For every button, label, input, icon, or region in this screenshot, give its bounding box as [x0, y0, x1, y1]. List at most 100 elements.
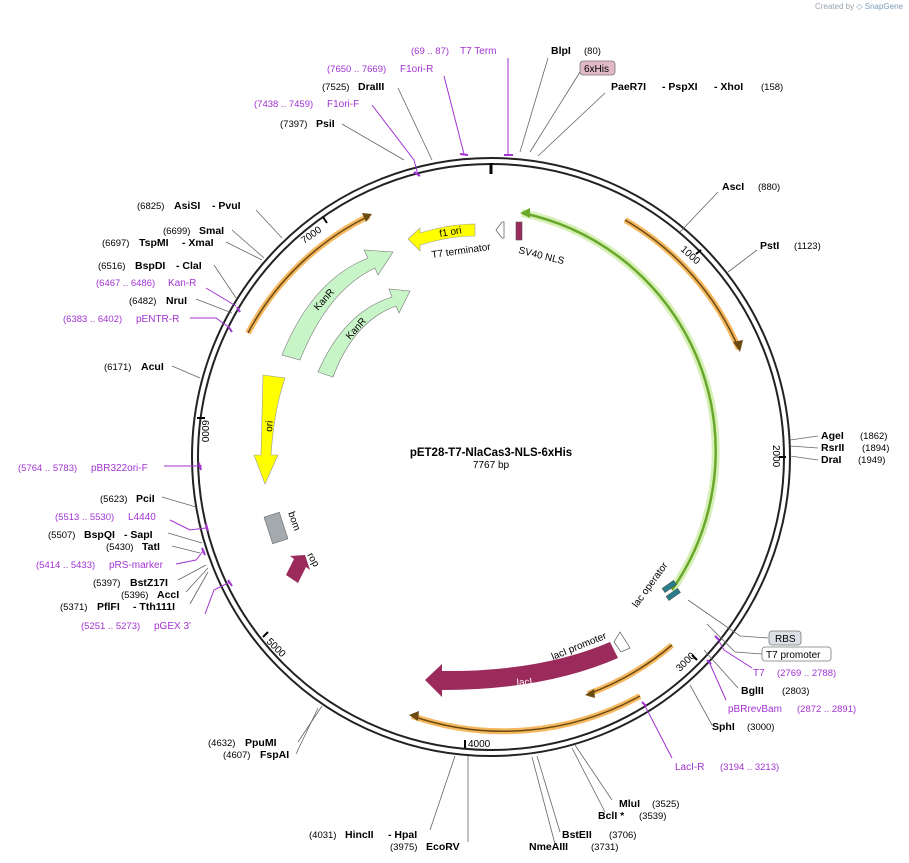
- enzyme-psii: PsiI: [316, 118, 335, 130]
- enzyme-bstz17i-pos: (5397): [93, 578, 120, 589]
- feature-label-t7-terminator: T7 terminator: [431, 242, 492, 261]
- leader-pbrrevbam: [709, 663, 727, 701]
- enzyme-nmeaiii: NmeAIII: [529, 841, 568, 853]
- enzyme-tati: TatI: [142, 541, 160, 553]
- plasmid-name: pET28-T7-NlaCas3-NLS-6xHis: [410, 447, 572, 459]
- primer-laci-r-pos: (3194 .. 3213): [720, 762, 779, 773]
- leader-nmeaiii: [531, 756, 556, 845]
- boxed-label-6xhis: 6xHis: [584, 64, 609, 75]
- leader-draiii: [397, 87, 433, 161]
- feature-label-sv40-nls: SV40 NLS: [517, 245, 565, 267]
- enzyme-draiii: DraIII: [358, 81, 384, 93]
- enzyme-agei-pos: (1862): [860, 431, 887, 442]
- enzyme-draiii-pos: (7525): [322, 82, 349, 93]
- primer-mark-kan-r: [236, 306, 241, 313]
- enzyme-pvui: - PvuI: [212, 200, 241, 212]
- primer-kan-r: Kan-R: [168, 278, 196, 289]
- f1-ori-arrow: [407, 223, 476, 252]
- primer-mark-l4440: [205, 523, 209, 532]
- enzyme-asci-pos: (880): [758, 182, 780, 193]
- primer-t7: T7: [753, 668, 765, 679]
- enzyme-fspai: FspAI: [260, 749, 289, 761]
- leader-bcli: [571, 747, 606, 813]
- enzyme-blpi-pos: (80): [584, 46, 601, 57]
- enzyme-tspmi-pos: (6697): [102, 238, 129, 249]
- orf-arc-4-head: [409, 711, 419, 721]
- leader-f1ori-r: [443, 75, 465, 155]
- primer-pgex3: pGEX 3': [154, 621, 191, 632]
- enzyme-smai: SmaI: [199, 225, 224, 237]
- enzyme-pflfi: PflFI: [97, 601, 120, 613]
- leader-hincii: [429, 755, 456, 831]
- enzyme-acui-pos: (6171): [104, 362, 131, 373]
- enzyme-pspxi: - PspXI: [662, 81, 698, 93]
- enzyme-nmeaiii-pos: (3731): [591, 842, 618, 853]
- enzyme-acui: AcuI: [141, 361, 164, 373]
- primer-pbr322ori-f: pBR322ori-F: [91, 463, 148, 474]
- laci-arrow: [425, 642, 618, 697]
- primer-pbr322ori-f-pos: (5764 .. 5783): [18, 463, 77, 474]
- boxed-label-t7-promoter: T7 promoter: [766, 650, 821, 661]
- enzyme-bstz17i: BstZ17I: [130, 577, 168, 589]
- primer-mark-laci-r: [641, 701, 647, 707]
- enzyme-xmai: - XmaI: [182, 237, 214, 249]
- enzyme-drai: DraI: [821, 454, 842, 466]
- kanr-arrow-inner: [317, 288, 411, 378]
- primer-mark-pbr322ori-f: [198, 462, 202, 471]
- tick-3000: 3000: [674, 650, 698, 674]
- credit-brand: SnapGene: [864, 2, 903, 11]
- enzyme-psii-pos: (7397): [280, 119, 307, 130]
- tick-mark-3000: [691, 654, 698, 661]
- enzyme-rsrii-pos: (1894): [862, 443, 889, 454]
- leader-kan-r: [205, 287, 237, 307]
- enzyme-ppumi: PpuMI: [245, 737, 277, 749]
- leader-pvui: [255, 209, 283, 239]
- orf-arc-3-head: [585, 689, 595, 698]
- enzyme-pcii-pos: (5623): [100, 494, 127, 505]
- leader-psii: [341, 123, 405, 161]
- leader-tati: [171, 545, 201, 554]
- tick-mark-1000: [695, 249, 702, 255]
- leader-bstz17i: [177, 564, 207, 581]
- primer-mark-prs-marker: [201, 547, 206, 556]
- leader-acci: [185, 567, 209, 593]
- leader-prs-marker: [175, 549, 205, 565]
- tick-mark-7000: [322, 216, 328, 224]
- enzyme-labels: BlpI (80) PaeR7I - PspXI - XhoI (158) As…: [48, 45, 889, 853]
- lac-operator-box-2: [665, 587, 681, 601]
- leader-rsrii: [789, 445, 819, 449]
- enzyme-bcli: BclI *: [598, 810, 625, 822]
- leader-bsteii: [536, 755, 561, 833]
- feature-label-laci: lacI: [516, 677, 532, 689]
- kanr-arrow-outer: [281, 249, 394, 361]
- enzyme-pflfi-pos: (5371): [60, 602, 87, 613]
- backbone-outer-ring: [191, 157, 791, 757]
- primer-pentr-r: pENTR-R: [136, 314, 179, 325]
- enzyme-hpai: - HpaI: [388, 829, 417, 841]
- enzyme-hincii: HincII: [345, 829, 374, 841]
- enzyme-xhoi: - XhoI: [714, 81, 743, 93]
- sv40-nls-box: [515, 221, 523, 241]
- snapgene-logo-icon: ◇: [856, 2, 863, 11]
- leader-t7-promoter: [706, 623, 763, 655]
- primer-f1ori-f-pos: (7438 .. 7459): [254, 99, 313, 110]
- primer-laci-r: LacI-R: [675, 762, 704, 773]
- leader-xmai: [225, 241, 263, 261]
- primer-f1ori-r-pos: (7650 .. 7669): [327, 64, 386, 75]
- leader-rbs: [687, 599, 769, 639]
- enzyme-nrui: NruI: [166, 295, 187, 307]
- lac-operator-box: [661, 579, 677, 593]
- enzyme-blpi: BlpI: [551, 45, 571, 57]
- ori-arrow: [253, 374, 286, 485]
- leader-drai: [789, 455, 819, 461]
- enzyme-fspai-pos: (4607): [223, 750, 250, 761]
- leader-blpi: [519, 57, 549, 153]
- enzyme-acci: AccI: [157, 589, 179, 601]
- rop-arrow: [286, 555, 310, 583]
- enzyme-bglii-pos: (2803): [782, 686, 809, 697]
- leader-sphi: [689, 684, 713, 726]
- leader-smai: [231, 229, 265, 259]
- leader-t7: [715, 635, 753, 669]
